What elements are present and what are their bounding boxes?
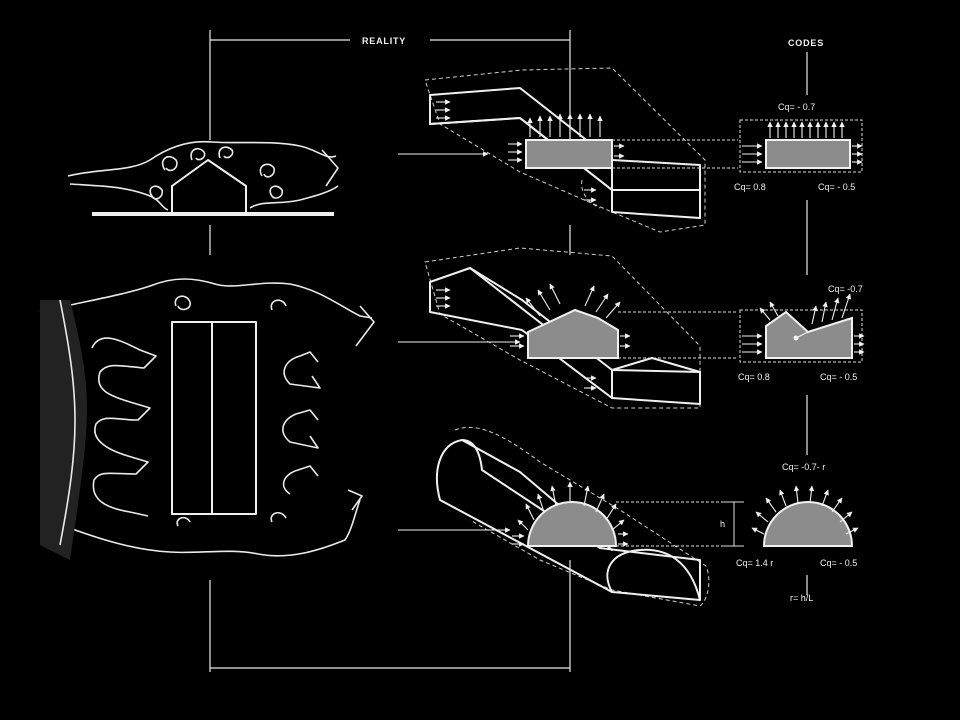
gable-right-label: Cq= - 0.5 <box>820 372 857 382</box>
codes-header: CODES <box>788 38 824 48</box>
code-box-section <box>739 119 863 173</box>
plan-flow-sketch <box>39 278 375 560</box>
box-left-label: Cq= 0.8 <box>734 182 766 192</box>
frame-lines <box>209 30 808 672</box>
arch-right-label: Cq= - 0.5 <box>820 558 857 568</box>
arch-top-label: Cq= -0.7- r <box>782 462 825 472</box>
section-turbulence-sketch <box>67 140 339 216</box>
gable-left-label: Cq= 0.8 <box>738 372 770 382</box>
gable-building-3d <box>424 247 738 409</box>
code-arch-section <box>724 485 859 547</box>
box-building-3d <box>424 67 738 233</box>
box-top-label: Cq= - 0.7 <box>778 102 815 112</box>
arch-h-label: h <box>720 519 725 529</box>
gable-top-label: Cq= -0.7 <box>828 284 863 294</box>
reality-header: REALITY <box>362 36 406 46</box>
arch-left-label: Cq= 1.4 r <box>736 558 773 568</box>
box-right-label: Cq= - 0.5 <box>818 182 855 192</box>
arch-building-3d <box>436 426 738 607</box>
arch-formula-label: r= h/L <box>790 593 813 603</box>
code-gable-section <box>739 293 865 363</box>
